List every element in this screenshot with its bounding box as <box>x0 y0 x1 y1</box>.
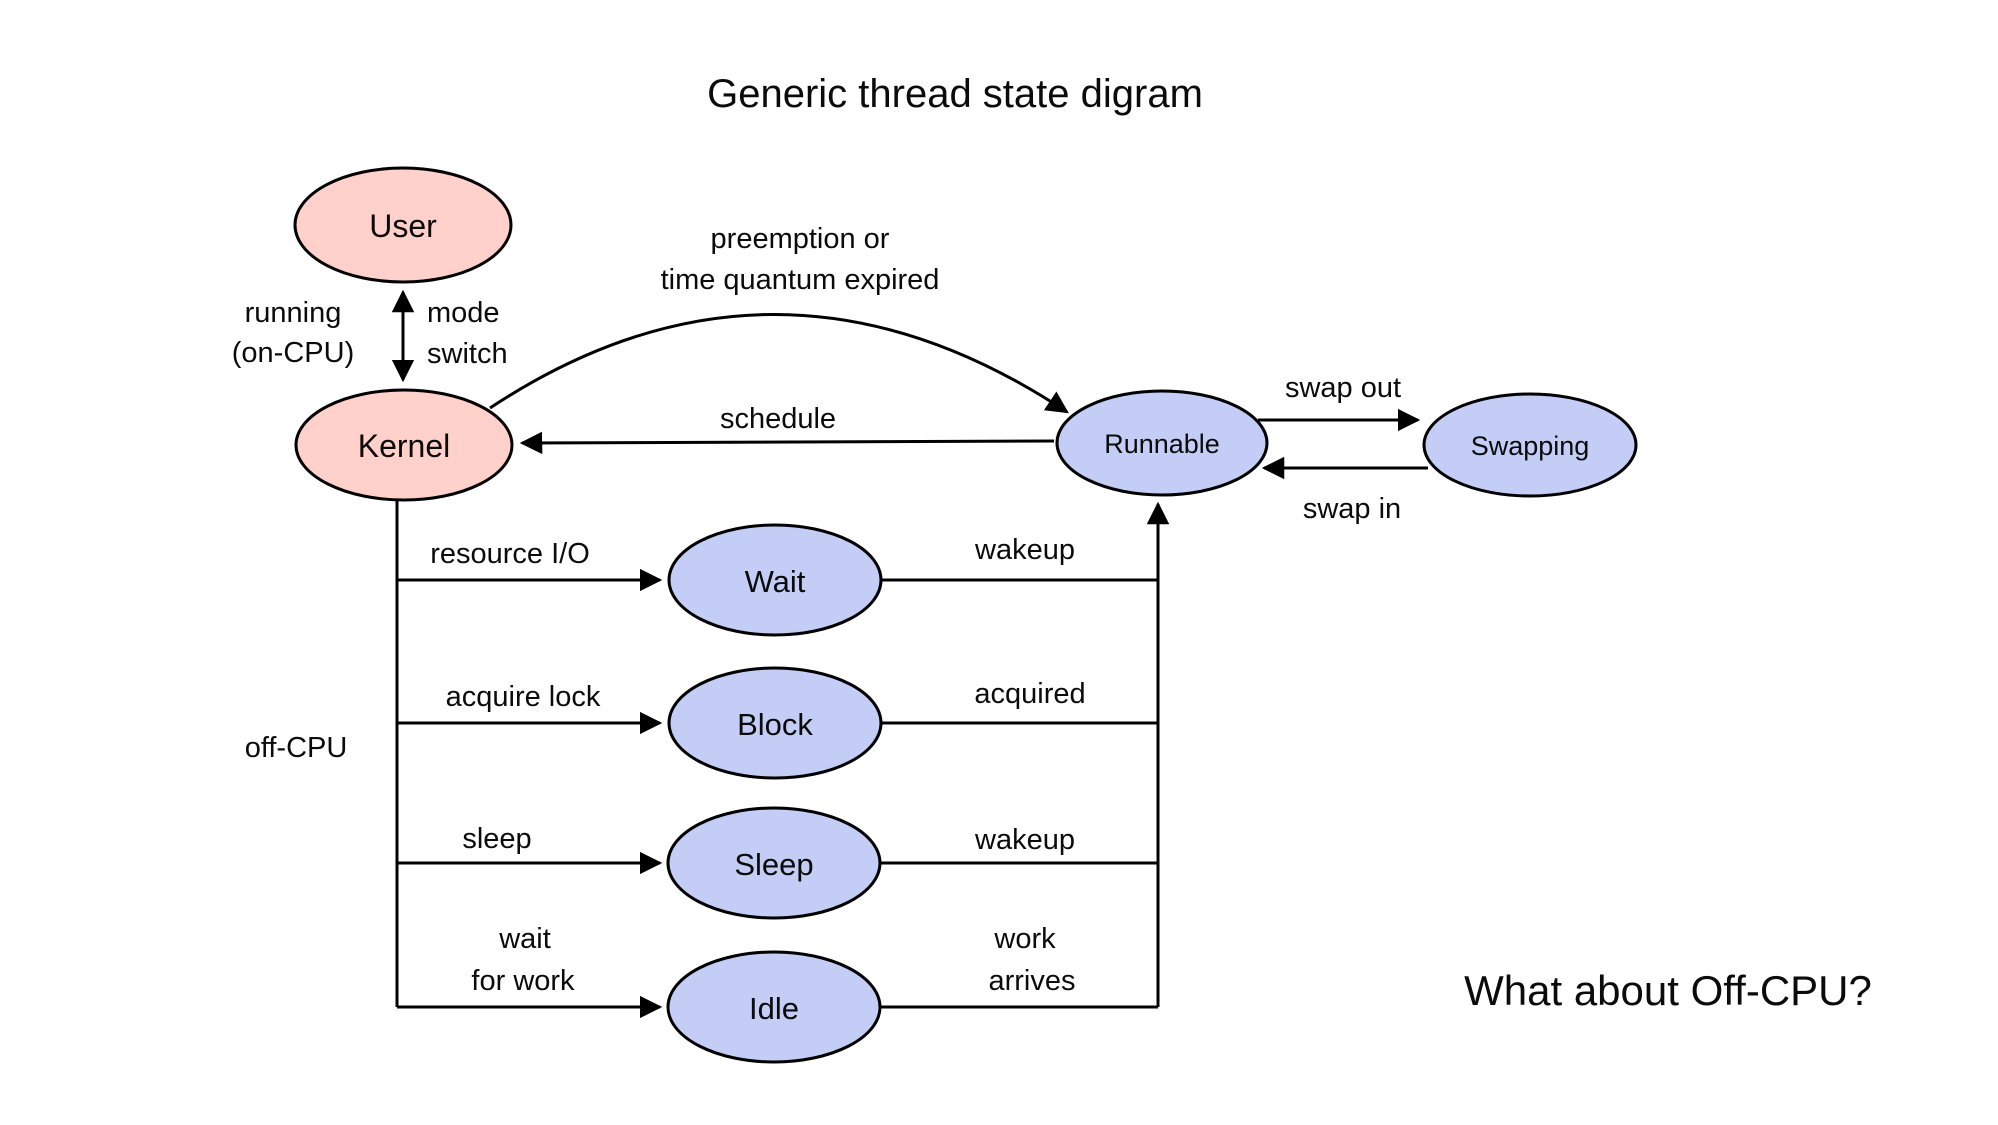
question-text: What about Off-CPU? <box>1464 967 1872 1014</box>
node-sleep-label: Sleep <box>734 847 813 882</box>
diagram-title: Generic thread state digram <box>707 72 1203 116</box>
label-wakeup-sleep: wakeup <box>974 824 1075 856</box>
label-resource-io: resource I/O <box>430 538 590 570</box>
label-preemption-line2: time quantum expired <box>661 264 940 296</box>
node-swapping-ellipse <box>1422 392 1638 498</box>
node-user-ellipse <box>293 166 513 284</box>
label-mode-line1: mode <box>427 297 500 329</box>
node-wait-ellipse <box>667 523 883 637</box>
node-block-label: Block <box>737 707 813 742</box>
label-swap-out: swap out <box>1285 372 1401 404</box>
label-acquire-lock: acquire lock <box>446 681 601 713</box>
label-running-line1: running <box>245 297 342 329</box>
node-user-label: User <box>369 208 437 244</box>
label-wait-for-work-line2: for work <box>471 965 575 997</box>
label-mode-line2: switch <box>427 338 508 370</box>
label-wakeup-wait: wakeup <box>974 534 1075 566</box>
node-runnable-ellipse <box>1055 389 1269 497</box>
label-running-line2: (on-CPU) <box>232 337 354 369</box>
edge-preemption-arc <box>489 313 1069 414</box>
edge-schedule-arrow <box>519 431 1055 455</box>
label-off-cpu: off-CPU <box>245 732 348 764</box>
label-sleep-action: sleep <box>462 823 531 855</box>
node-kernel-label: Kernel <box>358 428 451 464</box>
node-wait-label: Wait <box>745 564 806 599</box>
label-swap-in: swap in <box>1303 493 1401 525</box>
node-idle-label: Idle <box>749 991 799 1026</box>
label-schedule: schedule <box>720 403 836 435</box>
node-swapping-label: Swapping <box>1471 431 1590 461</box>
label-wait-for-work-line1: wait <box>498 923 551 955</box>
label-work-arrives-line1: work <box>993 923 1056 955</box>
node-kernel-ellipse <box>294 388 514 502</box>
node-sleep-ellipse <box>666 806 882 920</box>
node-block-ellipse <box>667 666 883 780</box>
label-acquired: acquired <box>974 678 1085 710</box>
label-work-arrives-line2: arrives <box>988 965 1075 997</box>
node-idle-ellipse <box>666 950 882 1064</box>
node-runnable-label: Runnable <box>1104 429 1220 459</box>
label-preemption-line1: preemption or <box>711 223 890 255</box>
